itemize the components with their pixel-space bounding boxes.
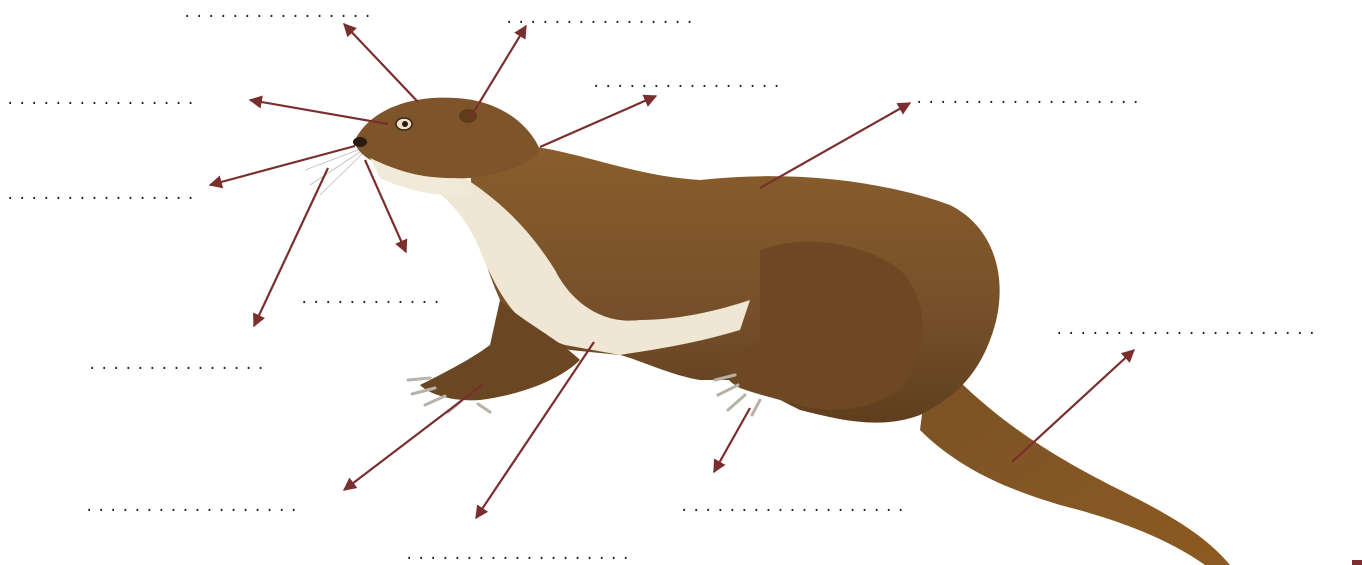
blank-label-ear: ................ xyxy=(505,12,697,26)
corner-mark xyxy=(1352,560,1362,565)
blank-label-eye: ................ xyxy=(6,93,198,107)
blank-label-chest: ................... xyxy=(405,548,634,562)
blank-label-whiskers: ............... xyxy=(88,358,268,372)
blank-label-neck: ................ xyxy=(592,76,784,90)
blank-label-tail: ...................... xyxy=(1055,323,1320,337)
otter-nose xyxy=(353,137,367,147)
blank-label-ear-top: ................ xyxy=(183,6,375,20)
otter-tail xyxy=(920,350,1230,565)
blank-label-nose: ................ xyxy=(6,188,198,202)
blank-label-front-claws: .................. xyxy=(85,500,302,514)
blank-label-back: ................... xyxy=(915,92,1144,106)
blank-label-hind-claws: ................... xyxy=(680,500,909,514)
blank-label-mouth: ............ xyxy=(300,292,444,306)
